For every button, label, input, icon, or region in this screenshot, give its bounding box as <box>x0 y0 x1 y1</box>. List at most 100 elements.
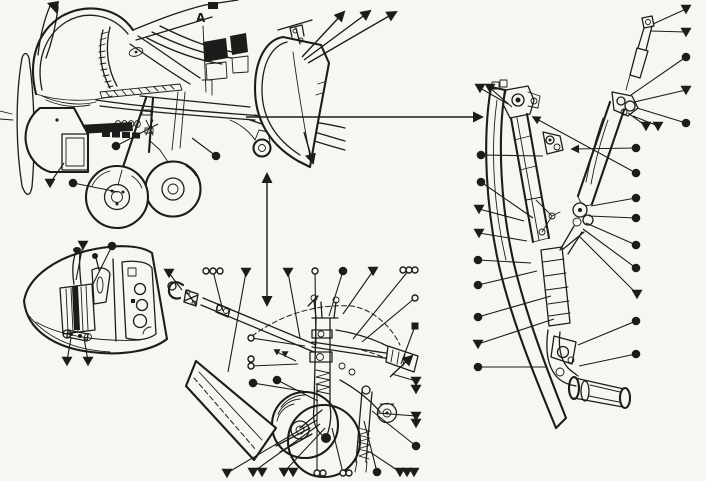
callout-triangle-marker <box>221 468 233 479</box>
callout-open-circle-marker <box>339 469 347 477</box>
console-right-panel <box>121 260 157 341</box>
door-callout-arrow-3 <box>307 10 398 64</box>
callout-triangle-marker <box>472 339 484 350</box>
door-leading-edge <box>261 41 301 156</box>
callout-triangle-marker <box>680 27 692 38</box>
console-base-cylinder <box>62 329 92 342</box>
callout-leader-line <box>582 228 637 269</box>
callout-leader-line <box>578 353 637 367</box>
callout-triangle-marker <box>281 351 289 358</box>
callout-dot-marker <box>211 151 221 161</box>
callout-triangle-marker <box>163 268 175 279</box>
callout-dot-marker <box>338 266 348 276</box>
callout-dot-marker <box>631 193 641 203</box>
retraction-rods <box>200 297 317 353</box>
callout-open-circle-marker <box>411 266 419 274</box>
door-callout-arrow-2 <box>303 9 372 61</box>
callout-triangle-marker <box>410 411 422 422</box>
detail-label-a: A <box>196 11 206 25</box>
callout-leader-line <box>371 410 417 447</box>
callout-leader-line <box>480 181 534 219</box>
callout-leader-line <box>477 318 555 345</box>
callout-leader-line <box>363 420 378 473</box>
callout-leader-line <box>168 272 183 291</box>
callout-triangle-marker <box>473 228 485 239</box>
universal-joint <box>559 202 594 255</box>
axle-stub <box>567 375 632 410</box>
callout-dot-marker <box>631 349 641 359</box>
callout-dot-marker <box>111 141 121 151</box>
callout-triangle-marker <box>394 467 406 478</box>
callout-dot-marker <box>631 213 641 223</box>
callout-open-circle-marker <box>247 362 255 370</box>
callout-leader-line <box>75 244 84 281</box>
callout-leader-line <box>489 87 513 108</box>
segmented-dark-strip <box>102 131 140 139</box>
console-divider <box>112 258 117 342</box>
callout-open-circle-marker <box>313 469 321 477</box>
callout-triangle-marker <box>278 467 290 478</box>
callout-open-circle-marker <box>345 469 353 477</box>
canopy-frame-fragment <box>208 2 218 9</box>
callout-open-circle-marker <box>405 266 413 274</box>
callout-leader-line <box>531 116 637 174</box>
callout-leader-line <box>250 337 306 347</box>
view-cockpit-console <box>22 245 169 355</box>
door-fin <box>385 345 419 373</box>
wing-underside <box>129 25 241 85</box>
callout-triangle-marker <box>401 467 413 478</box>
callout-open-circle-marker <box>411 294 419 302</box>
axle-elbow <box>546 329 579 387</box>
console-levers <box>59 247 111 335</box>
callout-triangle-marker <box>652 121 664 132</box>
callout-triangle-marker <box>408 467 420 478</box>
callout-triangle-marker <box>287 467 299 478</box>
callout-dot-marker <box>272 375 282 385</box>
callout-leader-line <box>578 235 638 295</box>
callout-leader-line <box>391 373 417 382</box>
callout-dot-marker <box>411 441 421 451</box>
callout-leader-line <box>227 271 247 373</box>
callout-dot-marker <box>681 118 691 128</box>
callout-open-circle-marker <box>311 267 319 275</box>
callout-leader-line <box>477 259 532 264</box>
main-wheel-inner <box>144 160 202 218</box>
callout-leader-line <box>92 245 113 285</box>
callout-open-circle-marker <box>247 334 255 342</box>
callout-triangle-marker <box>680 4 692 15</box>
trailing-edge-strip <box>99 83 183 99</box>
callout-leader-line <box>478 208 525 222</box>
tail-wheel-hub <box>258 144 266 152</box>
view-main-gear-strut <box>485 15 655 430</box>
console-outline <box>22 245 169 355</box>
callout-dot-marker <box>631 316 641 326</box>
callout-leader-line <box>342 270 374 315</box>
callout-dot-marker <box>476 150 486 160</box>
cowl-side-vent <box>128 47 144 57</box>
callout-open-circle-marker <box>202 267 210 275</box>
uplock-hook <box>167 281 199 307</box>
callout-triangle-marker <box>410 376 422 387</box>
callout-triangle-marker <box>631 289 643 300</box>
main-wheel-outer <box>84 164 150 230</box>
callout-leader-line <box>577 320 637 346</box>
callout-triangle-marker <box>410 384 422 395</box>
callout-leader-line <box>331 427 344 474</box>
callout-triangle-marker <box>282 267 294 278</box>
callout-triangle-marker <box>680 85 692 96</box>
callout-dot-marker <box>372 467 382 477</box>
callout-open-circle-marker <box>209 267 217 275</box>
callout-leader-line <box>276 379 319 402</box>
callout-triangle-marker <box>474 83 486 94</box>
retraction-spring-strut <box>354 385 373 473</box>
callout-leader-line <box>632 115 659 127</box>
view-main-gear-door <box>253 19 331 169</box>
callout-dot-marker <box>631 240 641 250</box>
callout-triangle-marker <box>273 349 281 356</box>
callout-triangle-marker <box>77 240 89 251</box>
connector-layer <box>246 9 485 378</box>
door-link-pointer <box>389 354 414 378</box>
callout-open-circle-marker <box>319 469 327 477</box>
engine-cowling <box>32 7 135 96</box>
